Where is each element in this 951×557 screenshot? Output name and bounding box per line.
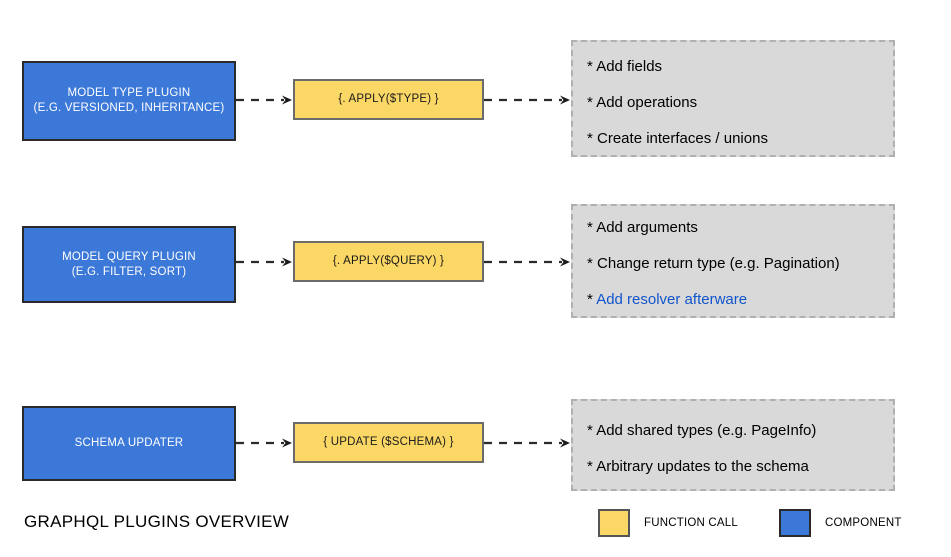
note-item: * Add operations <box>587 94 697 112</box>
arrow-component-to-function-row1 <box>236 94 293 106</box>
component-label-line1: MODEL QUERY PLUGIN <box>62 250 196 263</box>
arrow-function-to-notes-row3 <box>484 437 571 449</box>
component-label-line2: (E.G. FILTER, SORT) <box>71 265 187 278</box>
note-text: Create interfaces / unions <box>597 130 768 147</box>
note-item: * Add arguments <box>587 219 698 237</box>
note-bullet: * <box>587 58 597 75</box>
note-text: Change return type (e.g. Pagination) <box>597 255 840 272</box>
note-bullet: * <box>587 219 597 236</box>
function-call-label: {. APPLY($TYPE) } <box>338 93 439 105</box>
note-text: Add shared types (e.g. PageInfo) <box>596 422 817 439</box>
arrow-function-to-notes-row2 <box>484 256 571 268</box>
component-label-line2: (E.G. VERSIONED, INHERITANCE) <box>33 102 225 114</box>
notes-box-schema-updater: * Add shared types (e.g. PageInfo) * Arb… <box>571 399 895 491</box>
component-box-model-type-plugin[interactable]: MODEL TYPE PLUGIN (E.G. VERSIONED, INHER… <box>22 61 236 141</box>
function-call-box-apply-query[interactable]: {. APPLY($QUERY) } <box>293 241 484 282</box>
function-call-box-apply-type[interactable]: {. APPLY($TYPE) } <box>293 79 484 120</box>
component-box-model-query-plugin[interactable]: MODEL QUERY PLUGIN (E.G. FILTER, SORT) <box>22 226 236 303</box>
note-item: * Change return type (e.g. Pagination) <box>587 255 840 273</box>
note-item: * Create interfaces / unions <box>587 130 768 148</box>
note-bullet: * <box>587 458 597 475</box>
note-item: * Add fields <box>587 58 662 76</box>
diagram-title: GRAPHQL PLUGINS OVERVIEW <box>24 512 290 531</box>
notes-box-model-type-plugin: * Add fields * Add operations * Create i… <box>571 40 895 157</box>
note-bullet: * <box>587 291 597 308</box>
note-item: * Arbitrary updates to the schema <box>587 458 809 476</box>
note-bullet: * <box>587 255 598 272</box>
arrow-function-to-notes-row1 <box>484 94 571 106</box>
note-bullet: * <box>587 94 597 111</box>
function-call-label: {. APPLY($QUERY) } <box>332 255 445 267</box>
legend-item-function-call: FUNCTION CALL <box>598 509 738 537</box>
note-text: Arbitrary updates to the schema <box>596 458 809 475</box>
legend-item-component: COMPONENT <box>779 509 902 537</box>
function-call-swatch <box>598 509 630 537</box>
arrow-component-to-function-row3 <box>236 437 293 449</box>
note-link-add-resolver-afterware[interactable]: Add resolver afterware <box>596 291 748 308</box>
notes-box-model-query-plugin: * Add arguments * Change return type (e.… <box>571 204 895 318</box>
function-call-box-update-schema[interactable]: { UPDATE ($SCHEMA) } <box>293 422 484 463</box>
note-bullet: * <box>587 422 597 439</box>
note-text: Add arguments <box>596 219 698 236</box>
note-text: Add fields <box>596 58 663 75</box>
legend-label-function-call: FUNCTION CALL <box>644 517 738 529</box>
note-bullet: * <box>587 130 598 147</box>
component-label-line1: MODEL TYPE PLUGIN <box>67 87 191 99</box>
note-item: * Add shared types (e.g. PageInfo) <box>587 422 816 440</box>
note-item-link: * Add resolver afterware <box>587 291 747 309</box>
component-swatch <box>779 509 811 537</box>
note-text: Add operations <box>596 94 698 111</box>
legend-label-component: COMPONENT <box>825 517 902 529</box>
component-box-schema-updater[interactable]: SCHEMA UPDATER <box>22 406 236 481</box>
function-call-label: { UPDATE ($SCHEMA) } <box>323 436 454 448</box>
arrow-component-to-function-row2 <box>236 256 293 268</box>
component-label-line1: SCHEMA UPDATER <box>74 437 184 449</box>
